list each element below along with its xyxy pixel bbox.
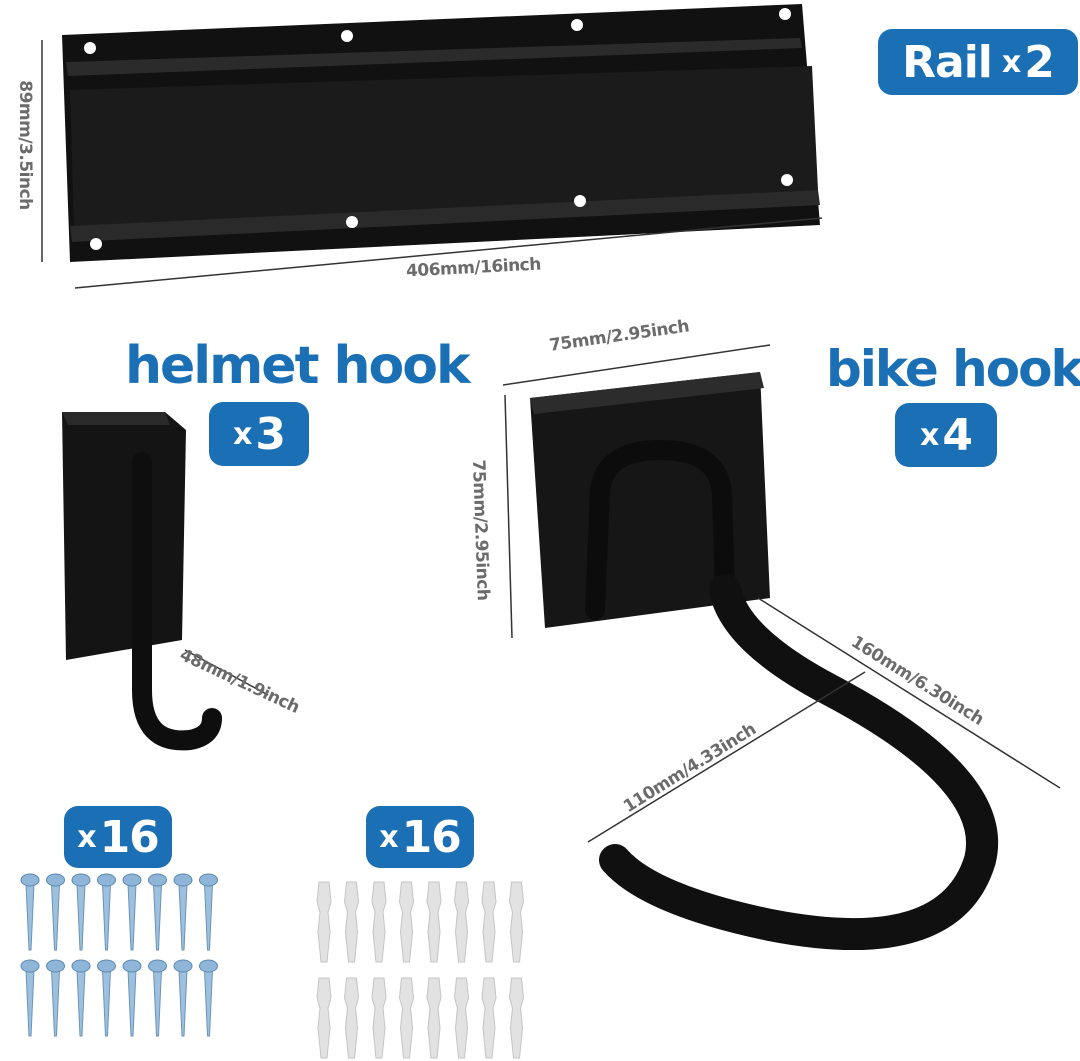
rail-name: Rail: [902, 36, 993, 88]
screw-icon: [148, 873, 167, 951]
wall-anchor-icon: [453, 881, 470, 963]
rail-count: 2: [1024, 36, 1055, 88]
wall-anchor-icon: [343, 881, 360, 963]
helmet-hook-count: 3: [255, 408, 286, 460]
screw-icon: [46, 959, 65, 1037]
screw-icon: [97, 959, 116, 1037]
bike-hook-count-badge: x 4: [895, 403, 997, 467]
screw-icon: [71, 873, 91, 951]
wall-anchor-icon: [426, 881, 442, 963]
bike-hook-title: bike hook: [826, 340, 1080, 398]
wall-anchor-icon: [508, 977, 525, 1059]
multiply-icon: x: [920, 417, 939, 453]
screw-icon: [46, 873, 65, 951]
screws-count: 16: [99, 811, 160, 863]
bike-hook-count: 4: [942, 409, 973, 461]
anchors-image: [316, 881, 525, 1059]
wall-anchor-icon: [481, 881, 497, 963]
anchors-count-badge: x 16: [366, 806, 474, 868]
screw-icon: [148, 959, 167, 1037]
helmet-hook-image: [62, 412, 222, 751]
screw-icon: [122, 873, 142, 951]
wall-anchor-icon: [426, 977, 442, 1059]
screws-image: [20, 873, 218, 1037]
screw-icon: [199, 959, 218, 1037]
wall-anchor-icon: [508, 881, 525, 963]
anchors-count: 16: [401, 811, 462, 863]
screw-icon: [97, 873, 116, 951]
rail-image: [62, 4, 820, 262]
wall-anchor-icon: [343, 977, 360, 1059]
multiply-icon: x: [1001, 44, 1021, 80]
wall-anchor-icon: [398, 977, 415, 1059]
screws-count-badge: x 16: [64, 806, 172, 868]
wall-anchor-icon: [316, 881, 332, 963]
screw-icon: [173, 873, 193, 951]
screw-icon: [199, 873, 218, 951]
rail-count-badge: Rail x 2: [878, 29, 1078, 95]
wall-anchor-icon: [316, 977, 332, 1059]
wall-anchor-icon: [371, 881, 387, 963]
screw-icon: [122, 959, 142, 1037]
rail-height-label: 89mm/3.5inch: [14, 80, 35, 210]
wall-anchor-icon: [398, 881, 415, 963]
multiply-icon: x: [379, 819, 398, 855]
dimension-lines: [41, 40, 1061, 843]
wall-anchor-icon: [481, 977, 497, 1059]
screw-icon: [173, 959, 193, 1037]
bike-hook-image: [530, 372, 999, 950]
wall-anchor-icon: [371, 977, 387, 1059]
wall-anchor-icon: [453, 977, 470, 1059]
multiply-icon: x: [77, 819, 96, 855]
screw-icon: [71, 959, 91, 1037]
screw-icon: [20, 959, 40, 1037]
helmet-hook-count-badge: x 3: [209, 402, 309, 466]
helmet-hook-title: helmet hook: [125, 336, 471, 396]
screw-icon: [20, 873, 40, 951]
multiply-icon: x: [233, 416, 252, 452]
